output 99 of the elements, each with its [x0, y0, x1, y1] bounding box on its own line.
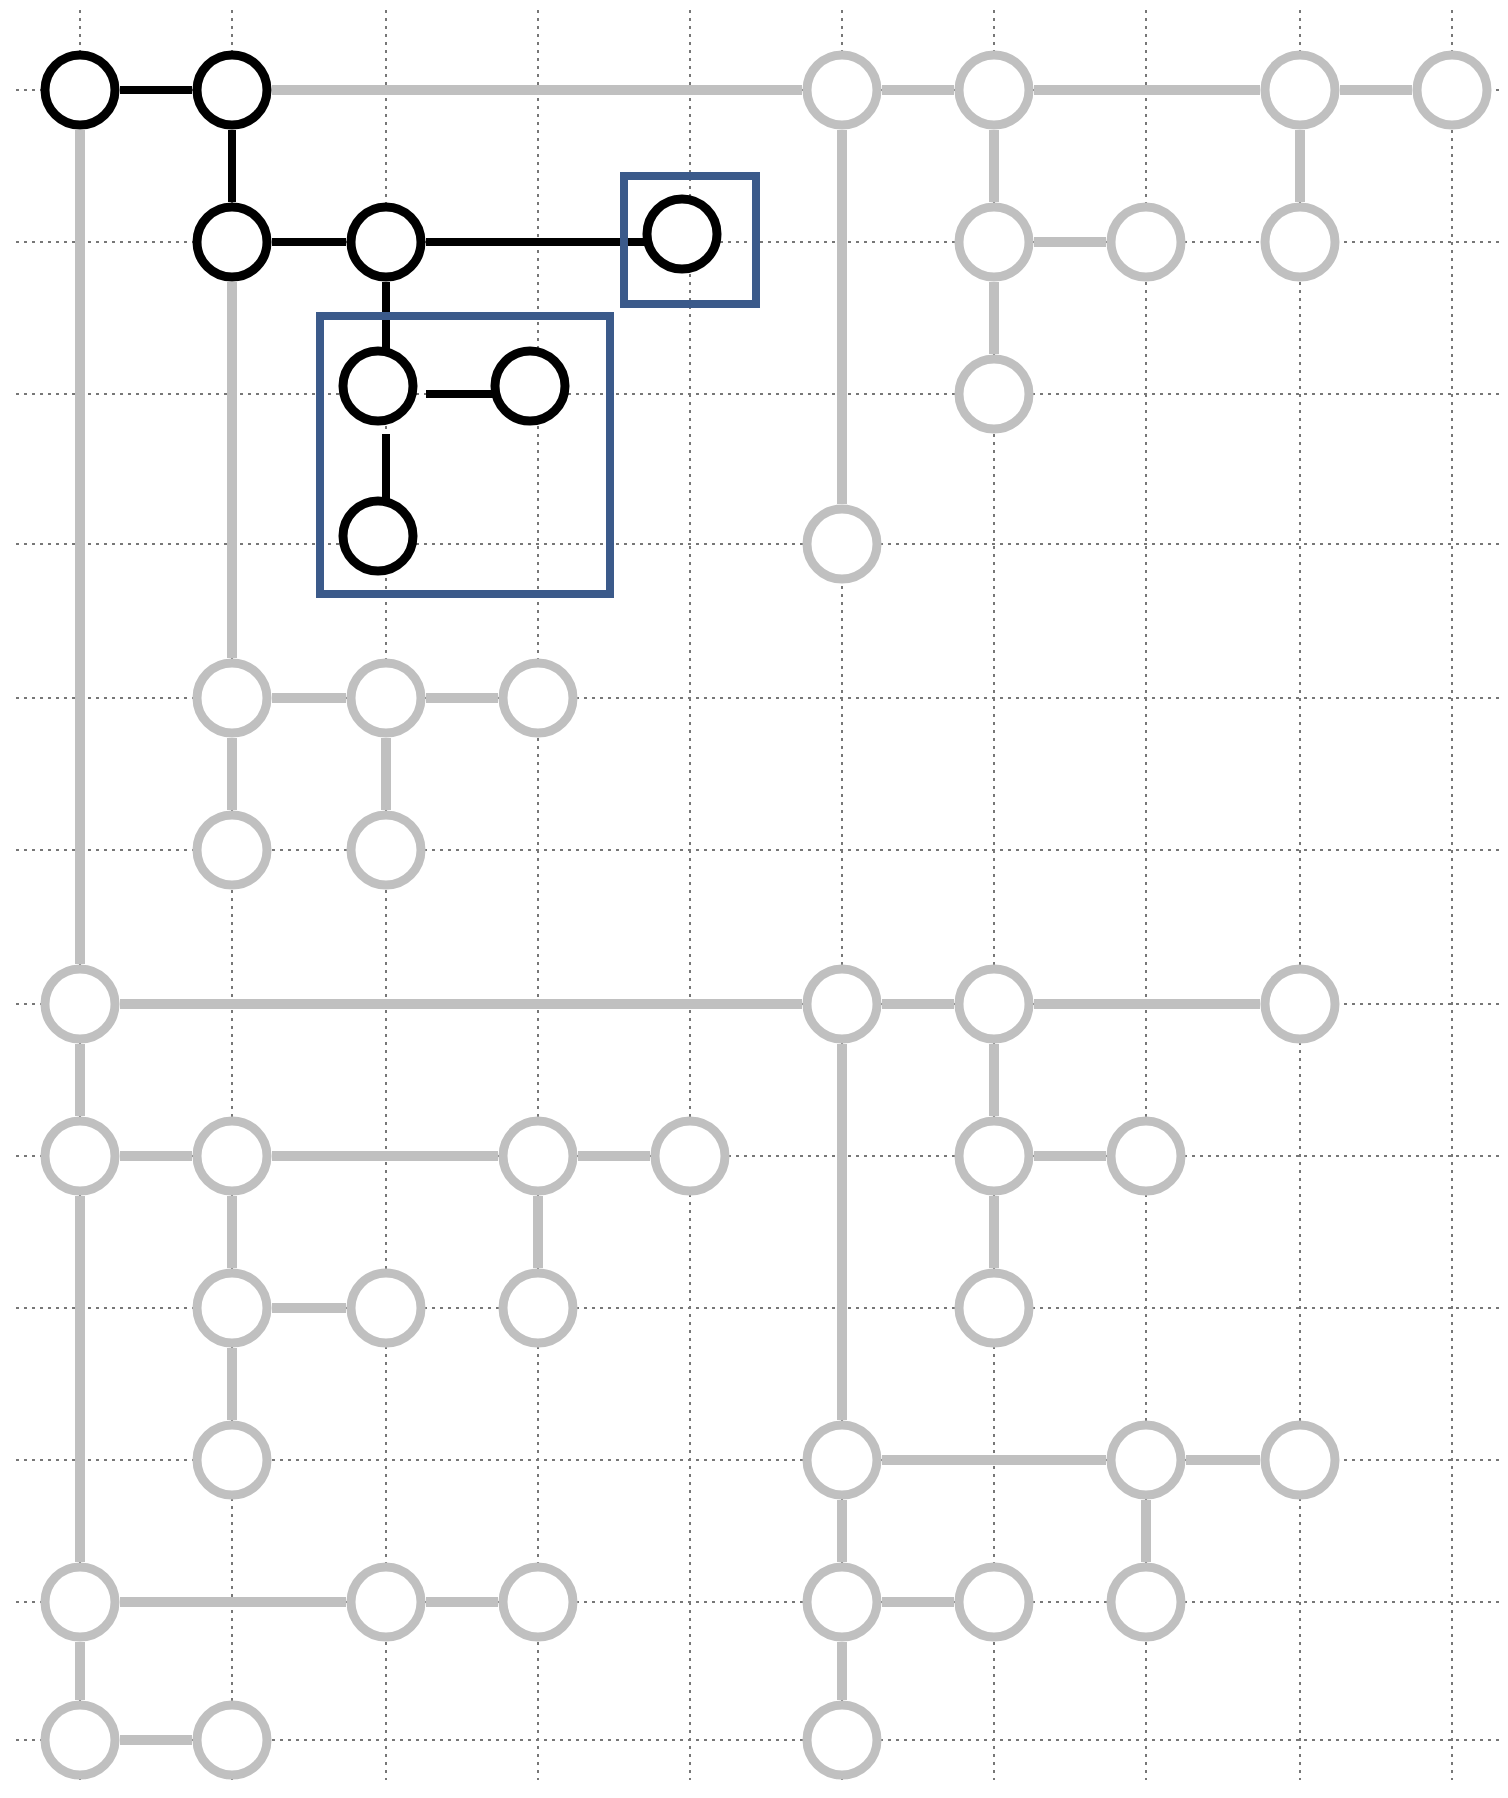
circle-node	[192, 202, 272, 282]
circle-node	[802, 1562, 882, 1642]
connector-line	[120, 1151, 192, 1161]
circle-node	[40, 1562, 120, 1642]
connector-line	[272, 693, 346, 703]
connector-line	[75, 1642, 85, 1700]
connector-line	[120, 1735, 192, 1745]
circle-node	[40, 964, 120, 1044]
circle-node	[498, 1268, 578, 1348]
circle-node	[338, 346, 418, 426]
connector-line	[426, 693, 498, 703]
connector-line	[989, 282, 999, 354]
circle-node	[40, 1700, 120, 1780]
connector-line	[837, 1044, 847, 1420]
connector-line	[426, 238, 650, 246]
connector-line	[837, 1642, 847, 1700]
circle-node	[802, 1420, 882, 1500]
circle-node	[338, 496, 418, 576]
connector-line	[882, 999, 954, 1009]
connector-line	[426, 390, 498, 398]
circle-node	[1260, 1420, 1340, 1500]
connector-line	[837, 130, 847, 504]
connector-line	[533, 1196, 543, 1268]
connector-line	[227, 1348, 237, 1420]
connector-line	[1186, 1455, 1260, 1465]
circle-node	[498, 1562, 578, 1642]
circle-node	[642, 194, 722, 274]
circle-node	[954, 1268, 1034, 1348]
connector-line	[882, 1455, 1106, 1465]
circle-node	[192, 1420, 272, 1500]
circle-node	[1106, 202, 1186, 282]
circle-node	[802, 1700, 882, 1780]
circle-node	[346, 202, 426, 282]
circle-node	[802, 964, 882, 1044]
highlight-frame	[316, 312, 614, 598]
connector-line	[382, 434, 390, 504]
connector-line	[882, 1597, 954, 1607]
circle-node	[490, 346, 570, 426]
highlight-frame	[620, 172, 760, 308]
connector-line	[272, 85, 802, 95]
circle-node	[802, 504, 882, 584]
circle-node	[954, 964, 1034, 1044]
connector-line	[227, 282, 237, 658]
connector-line	[272, 1151, 498, 1161]
connector-line	[228, 130, 236, 202]
connector-line	[1034, 85, 1260, 95]
circle-node	[40, 50, 120, 130]
circle-node	[346, 658, 426, 738]
circle-node	[40, 1116, 120, 1196]
circle-node	[498, 658, 578, 738]
circle-node	[1260, 964, 1340, 1044]
circle-node	[1260, 202, 1340, 282]
connector-line	[837, 1500, 847, 1562]
connector-line	[227, 738, 237, 810]
circle-node	[192, 810, 272, 890]
circle-node	[1260, 50, 1340, 130]
circle-node	[802, 50, 882, 130]
circle-node	[346, 810, 426, 890]
connector-line	[227, 1196, 237, 1268]
connector-line	[382, 282, 390, 354]
connector-line	[272, 238, 346, 246]
connector-line	[989, 1196, 999, 1268]
connector-line	[1034, 237, 1106, 247]
circle-node	[192, 1116, 272, 1196]
connector-line	[882, 85, 954, 95]
circle-node	[192, 1700, 272, 1780]
connector-line	[120, 999, 802, 1009]
connector-line	[1141, 1500, 1151, 1562]
circle-node	[192, 658, 272, 738]
connector-line	[578, 1151, 650, 1161]
connector-line	[1034, 999, 1260, 1009]
circle-node	[498, 1116, 578, 1196]
connector-line	[989, 130, 999, 202]
circle-node	[346, 1562, 426, 1642]
circle-node	[1106, 1116, 1186, 1196]
circle-node	[192, 1268, 272, 1348]
connector-line	[989, 1044, 999, 1116]
circle-node	[954, 1562, 1034, 1642]
connector-line	[272, 1303, 346, 1313]
connector-line	[381, 738, 391, 810]
connector-line	[1340, 85, 1412, 95]
connector-line	[120, 86, 192, 94]
connector-line	[1034, 1151, 1106, 1161]
connector-line	[1295, 130, 1305, 202]
circle-node	[650, 1116, 730, 1196]
circle-node	[1106, 1420, 1186, 1500]
circle-node	[954, 50, 1034, 130]
circle-node	[1106, 1562, 1186, 1642]
circle-node	[192, 50, 272, 130]
circle-node	[954, 1116, 1034, 1196]
circle-node	[1412, 50, 1492, 130]
circle-node	[954, 354, 1034, 434]
connector-line	[75, 130, 85, 964]
connector-line	[426, 1597, 498, 1607]
connector-line	[120, 1597, 346, 1607]
connector-line	[75, 1044, 85, 1116]
circle-node	[346, 1268, 426, 1348]
circle-node	[954, 202, 1034, 282]
connector-line	[75, 1196, 85, 1562]
